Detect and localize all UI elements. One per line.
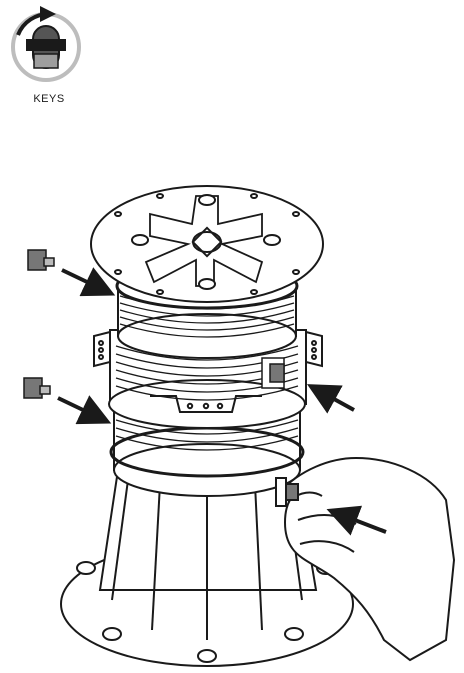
- arrow-middle-left: [57, 395, 112, 425]
- arrow-hand: [326, 505, 387, 536]
- keys-label: KEYS: [33, 93, 65, 105]
- arrow-right: [306, 384, 355, 414]
- key-middle-left: [23, 377, 51, 399]
- key-inserted-right: [261, 357, 285, 389]
- key-rotate-icon: [11, 6, 81, 82]
- head-plate: [90, 185, 324, 303]
- arrow-upper-left: [61, 267, 116, 297]
- pedestal-base: [60, 469, 354, 667]
- key-upper-left: [27, 249, 55, 271]
